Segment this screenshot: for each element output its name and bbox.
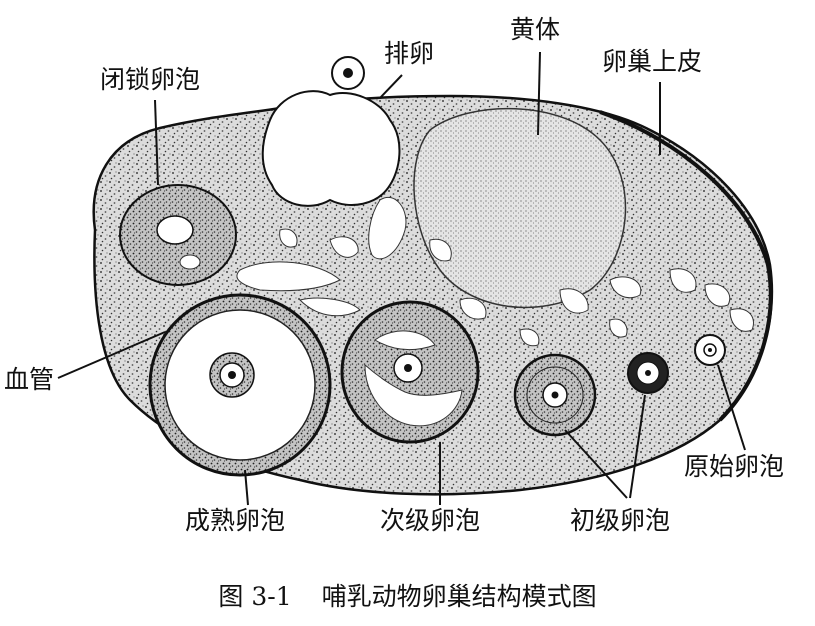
figure-caption: 图 3-1 哺乳动物卵巢结构模式图 <box>0 577 815 613</box>
secondary-follicle-nucleus <box>404 364 412 372</box>
primary-follicle-large-nucleus <box>551 391 559 399</box>
atretic-follicle-cavity <box>179 254 201 270</box>
ovulation-mass <box>261 90 401 207</box>
corpus-luteum <box>413 107 627 309</box>
figure-title: 哺乳动物卵巢结构模式图 <box>321 582 597 611</box>
label-mature-follicle: 成熟卵泡 <box>185 506 286 535</box>
primary-follicle-large-ring <box>526 366 584 424</box>
ovary-diagram <box>57 51 774 506</box>
label-ovarian-epithelium: 卵巢上皮 <box>602 47 703 76</box>
leader-lines <box>57 51 746 506</box>
label-blood-vessel: 血管 <box>4 365 55 394</box>
figure-number: 图 3-1 <box>218 582 292 611</box>
blood-vessel-spaces <box>236 197 754 347</box>
label-atretic-follicle: 闭锁卵泡 <box>100 65 201 94</box>
label-primary-follicle: 初级卵泡 <box>570 506 671 535</box>
label-primordial-follicle: 原始卵泡 <box>684 452 785 481</box>
label-secondary-follicle: 次级卵泡 <box>380 506 481 535</box>
mature-follicle-nucleus <box>228 371 236 379</box>
label-ovulation: 排卵 <box>384 39 435 68</box>
secondary-follicle-antrum-upper <box>374 330 436 351</box>
primordial-follicle-nucleus <box>708 348 712 352</box>
secondary-follicle-antrum-lower <box>364 363 463 427</box>
ovulated-oocyte-nucleus <box>343 68 353 78</box>
label-corpus-luteum: 黄体 <box>510 15 561 44</box>
atretic-follicle-remnant <box>156 215 194 245</box>
ovarian-epithelium <box>599 110 773 422</box>
primary-follicle-small-nucleus <box>645 370 651 376</box>
